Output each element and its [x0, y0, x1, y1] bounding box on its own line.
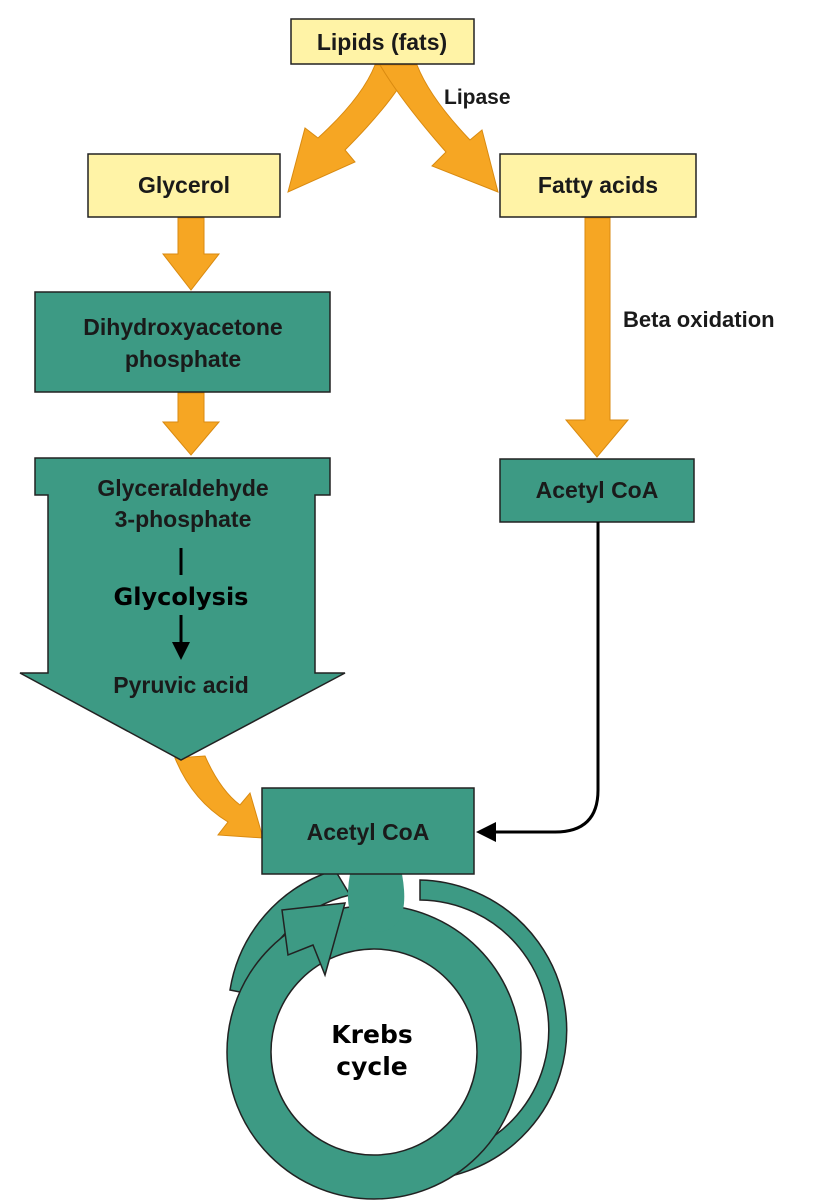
pyruvic-acid-label: Pyruvic acid: [113, 672, 249, 698]
krebs-label-line1: Krebs: [331, 1020, 412, 1049]
arrow-pyruvate-to-acetyl-coa: [174, 755, 264, 839]
arrow-beta-oxidation: [564, 217, 630, 458]
acetyl-coa-bottom-box: [261, 787, 475, 875]
arrow-cycle-icon: [281, 902, 347, 978]
lipase-split-arrow: [287, 64, 499, 193]
glycolysis-arrow-shape: [19, 457, 346, 761]
glycerol-box: [87, 153, 281, 218]
krebs-label-line2: cycle: [336, 1052, 407, 1081]
lipase-label: Lipase: [444, 86, 511, 109]
beta-oxidation-label: Beta oxidation: [623, 307, 775, 332]
dhap-label-line1: Dihydroxyacetone: [83, 314, 282, 340]
g3p-label-line1: Glyceraldehyde: [97, 475, 268, 501]
dhap-box: [34, 291, 331, 393]
connector-acetyl-coa: [476, 522, 600, 842]
krebs-neck: [347, 874, 405, 932]
lipids-box: [290, 18, 475, 65]
acetyl-coa-bottom-label: Acetyl CoA: [307, 819, 430, 845]
acetyl-coa-right-label: Acetyl CoA: [536, 477, 659, 503]
arrow-dhap-to-g3p: [161, 392, 221, 456]
fatty-acids-label: Fatty acids: [538, 172, 658, 198]
arrow-down-icon: [172, 615, 190, 660]
dhap-label-line2: phosphate: [125, 346, 241, 372]
glycerol-label: Glycerol: [138, 172, 230, 198]
glycolysis-label: Glycolysis: [114, 583, 249, 611]
g3p-label-line2: 3-phosphate: [115, 506, 252, 532]
lipids-label: Lipids (fats): [317, 29, 447, 55]
fatty-acids-box: [499, 153, 697, 218]
arrow-glycerol-to-dhap: [161, 217, 221, 291]
